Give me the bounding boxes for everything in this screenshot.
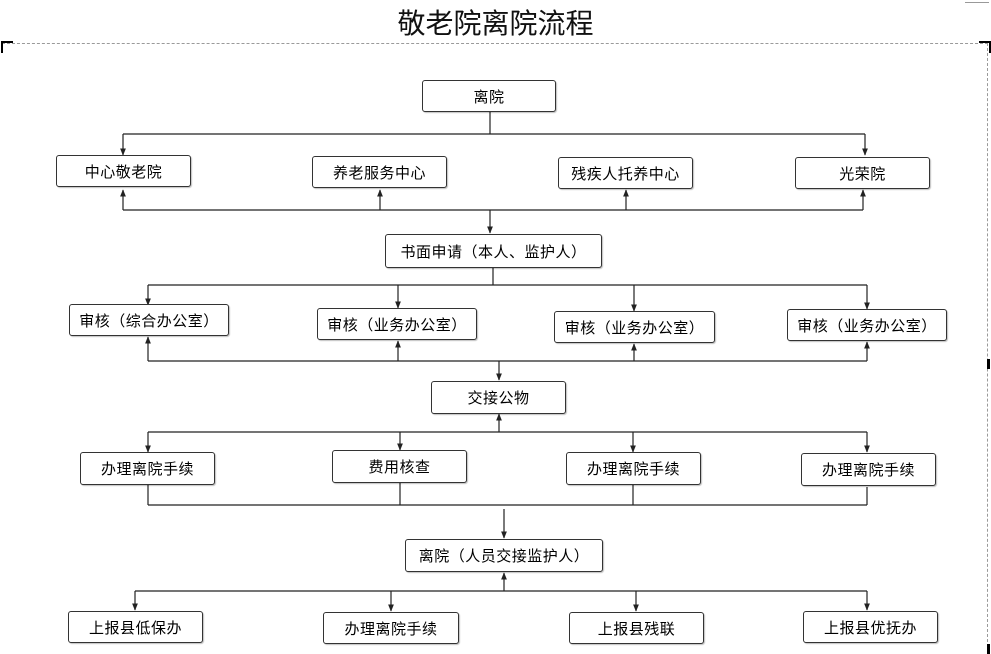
right-edge-mark-bottom [987, 644, 990, 654]
node-review-general: 审核（综合办公室） [69, 304, 229, 336]
node-discharge-procedure-4: 办理离院手续 [323, 612, 459, 644]
node-discharge-procedure-3: 办理离院手续 [801, 453, 936, 486]
node-discharge-procedure-1: 办理离院手续 [80, 452, 215, 485]
node-review-business-3: 审核（业务办公室） [787, 309, 947, 341]
node-fee-check: 费用核查 [332, 450, 467, 483]
node-report-low-income: 上报县低保办 [68, 611, 203, 643]
page-border [2, 43, 988, 652]
node-leave-with-guardian: 离院（人员交接监护人） [405, 539, 603, 572]
page-title: 敬老院离院流程 [397, 7, 594, 40]
node-report-disabled-fed: 上报县残联 [569, 612, 704, 644]
node-nursing-home: 中心敬老院 [56, 155, 191, 187]
node-review-business-1: 审核（业务办公室） [317, 308, 477, 340]
top-edge-line [965, 2, 989, 3]
node-review-business-2: 审核（业务办公室） [554, 311, 715, 343]
node-report-veterans: 上报县优抚办 [803, 611, 938, 643]
node-disabled-care: 残疾人托养中心 [558, 157, 693, 189]
node-elderly-service: 养老服务中心 [312, 156, 447, 188]
crop-mark-top-left [1, 41, 13, 53]
node-honor-home: 光荣院 [795, 157, 930, 189]
node-handover-property: 交接公物 [431, 381, 566, 414]
crop-mark-top-right [979, 41, 991, 53]
node-leave: 离院 [422, 80, 556, 112]
node-discharge-procedure-2: 办理离院手续 [566, 452, 701, 485]
right-edge-mark [987, 359, 990, 369]
node-written-application: 书面申请（本人、监护人） [385, 234, 602, 268]
